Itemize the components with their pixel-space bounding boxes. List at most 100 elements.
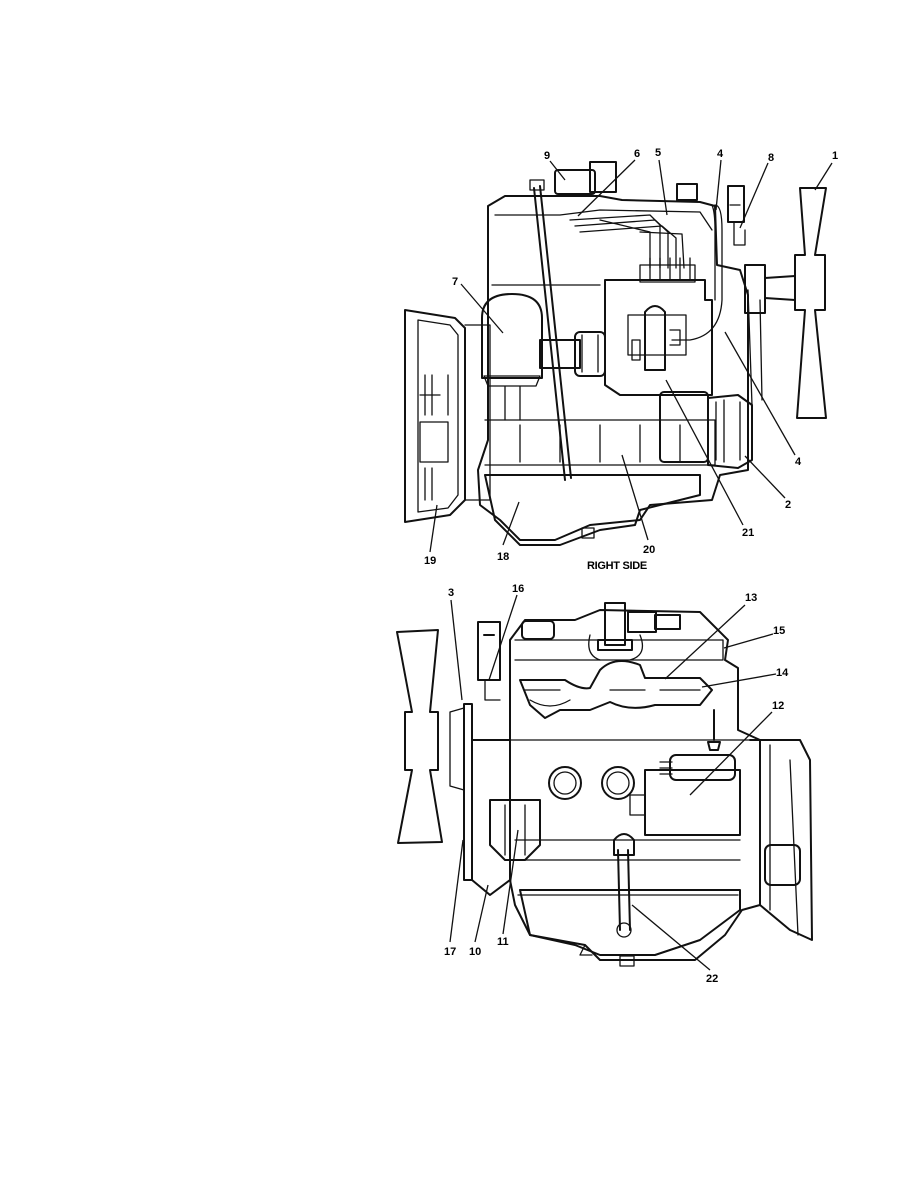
oil-filter [481,293,543,379]
core-plug [548,766,582,800]
pump-valves [649,257,691,281]
leader-line [549,160,566,181]
oil-filter-adapter [489,799,541,861]
housing-detail [419,374,449,416]
leader-line [450,599,463,701]
fan-blade [794,187,827,419]
leader-line [715,159,722,211]
oil-pan [484,474,701,546]
dipstick-handle [529,179,545,191]
callout-label: 10 [469,946,481,958]
alternator-bracket [659,391,709,463]
fan-hub [764,275,796,301]
fuel-filter-body [627,314,687,356]
core-plug [601,766,635,800]
dipstick-base [616,922,632,938]
callout-label: 20 [643,544,655,556]
leader-line [664,604,746,680]
oil-filter-base [483,375,541,421]
figure-caption: RIGHT SIDE [587,560,647,572]
priming-pump [631,329,681,361]
injection-pump [604,279,713,396]
callout-label: 2 [785,499,791,511]
oil-filler-cap [676,183,698,201]
leader-line [814,162,833,191]
callout-label: 16 [512,583,524,595]
callout-label: 4 [717,148,724,160]
callout-label: 15 [773,625,785,637]
leader-line [739,162,769,229]
callout-label: 11 [497,936,509,948]
core-plug-inner [606,771,630,795]
callout-label: 12 [772,700,784,712]
leader-line [449,839,464,943]
pulley-detail [715,399,741,463]
water-outlet [477,621,501,681]
callout-label: 21 [742,527,754,539]
leader-line [474,884,489,943]
injection-line [639,231,685,269]
engine-left-side-view [396,602,813,967]
timing-cover [471,739,511,896]
callout-label: 3 [448,587,454,599]
leader-line [502,501,520,546]
right-side-callouts: 9 6 5 4 8 1 7 4 2 21 20 18 19 [424,147,838,567]
block-rib [519,424,681,463]
engine-right-side-view: RIGHT SIDE [404,161,827,572]
exhaust-manifold [519,660,713,719]
dipstick-tube [533,185,572,481]
breather-clamp [654,614,681,630]
callout-label: 5 [655,147,661,159]
cylinder-head [494,209,713,231]
drain-boss [579,944,593,956]
starter-terminals [659,761,673,775]
housing-boss [764,844,801,886]
fan-blade [396,629,443,844]
leader-line [488,594,518,681]
pulley-hub [449,707,465,791]
thermostat-housing [727,185,745,223]
callout-label: 13 [745,592,757,604]
block-panel-line [484,419,716,466]
callout-label: 1 [832,150,838,162]
drive-coupling [539,339,581,369]
flywheel-housing-inner [769,744,799,936]
bellhousing-adapter [464,324,491,501]
leader-line [665,379,744,526]
intake-manifold [524,689,701,707]
adapter-detail [504,804,526,856]
callout-label: 7 [452,276,458,288]
fuel-return-line [671,204,723,341]
thermostat-housing [484,679,501,701]
callout-label: 19 [424,555,436,567]
leader-line [460,283,504,334]
breather-hose [588,634,644,661]
callout-label: 14 [776,667,789,679]
callout-label: 9 [544,150,550,162]
oil-pan [519,889,741,956]
drive-coupling-hub [574,331,606,377]
sensor-fitting [729,204,746,246]
leader-line [724,331,796,456]
core-plug-inner [553,771,577,795]
coupling-detail [581,334,599,373]
leader-line [577,159,636,217]
housing-detail [424,467,433,501]
crankshaft-pulley [707,394,753,469]
injection-line [599,219,651,269]
leader-line [658,159,668,216]
fan-belt [747,289,763,406]
oil-filler-cap [521,620,555,640]
callout-label: 17 [444,946,456,958]
callout-label: 18 [497,551,509,563]
fuel-filter-bowl [644,305,666,371]
callout-label: 6 [634,148,640,160]
injection-pump-head [639,264,696,283]
flywheel-housing [749,739,813,941]
leader-line [502,829,519,935]
drain-plug [581,527,595,539]
dipstick-tube [617,849,631,931]
callout-label: 8 [768,152,774,164]
leader-line [689,711,773,796]
